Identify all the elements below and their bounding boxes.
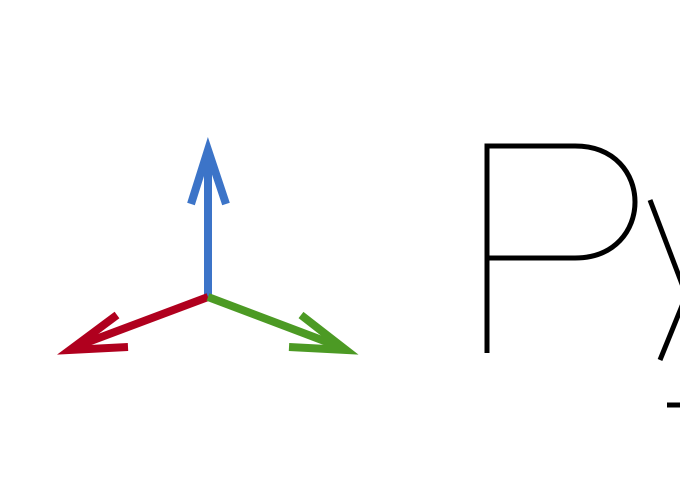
x-axis-arrow-icon [57, 293, 210, 355]
logo-wordmark [484, 143, 680, 408]
axis-triad-icon [57, 137, 359, 355]
y-axis-arrow-icon [206, 293, 359, 355]
z-axis-arrow-icon [187, 137, 230, 297]
